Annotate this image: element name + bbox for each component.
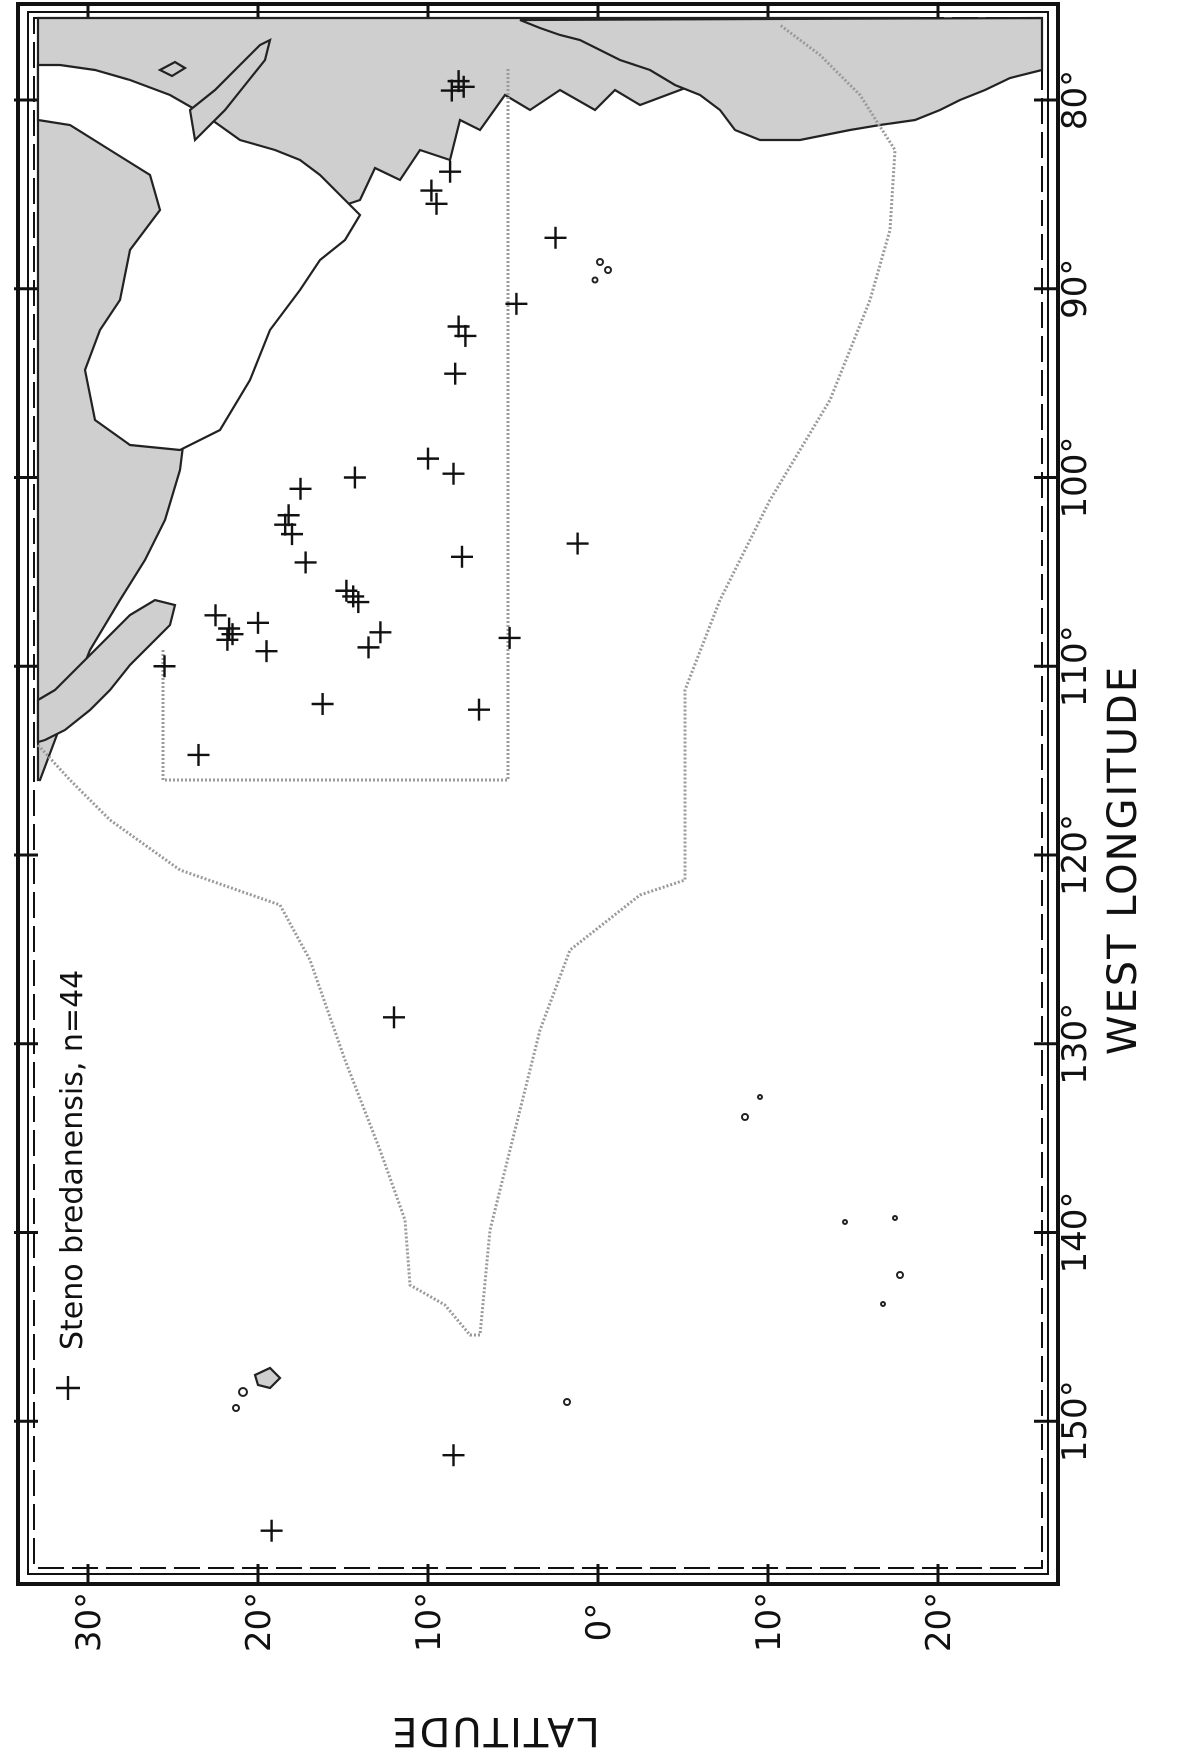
x-tick-label-3: 110°: [1055, 625, 1095, 707]
sighting-marker-13: [343, 466, 366, 489]
gulf-of-mexico: [36, 63, 362, 452]
sighting-marker-37: [383, 1006, 405, 1029]
sighting-marker-35: [468, 698, 490, 721]
y-tick-label-0: 30°: [69, 1592, 109, 1652]
y-tick-labels: 30° 20° 10° 0° 10° 20°: [69, 1592, 959, 1652]
sighting-marker-27: [221, 623, 244, 646]
survey-inner-box: [161, 68, 510, 782]
sighting-marker-18: [566, 532, 589, 555]
x-tick-label-6: 140°: [1055, 1192, 1095, 1274]
sighting-marker-12: [442, 462, 465, 485]
sighting-marker-14: [289, 477, 312, 500]
y-tick-label-4: 10°: [749, 1592, 789, 1652]
sighting-marker-6: [544, 226, 567, 249]
y-tick-label-5: 20°: [919, 1592, 959, 1652]
x-axis-title: WEST LONGITUDE: [1100, 665, 1146, 1055]
caribbean-island: [188, 37, 272, 143]
y-tick-label-2: 10°: [409, 1592, 449, 1652]
y-tick-label-1: 20°: [239, 1592, 279, 1652]
scattered-islands: [563, 258, 904, 1406]
sighting-marker-3: [439, 160, 462, 183]
sighting-markers: [153, 70, 589, 1542]
sighting-marker-24: [204, 604, 227, 627]
sighting-marker-1: [452, 75, 475, 98]
legend-label: Steno bredanensis, n=44: [55, 970, 90, 1350]
y-axis-title: LATITUDE: [390, 1708, 599, 1754]
hawaii-islands: [253, 1366, 282, 1390]
sighting-marker-20: [294, 551, 317, 574]
sighting-marker-23: [347, 591, 370, 614]
sighting-marker-36: [187, 743, 210, 766]
sighting-marker-25: [247, 611, 269, 634]
survey-boundaries: [36, 23, 897, 1337]
sighting-marker-4: [420, 179, 443, 202]
x-tick-label-2: 100°: [1055, 437, 1095, 519]
x-tick-labels: 80° 90° 100° 110° 120° 130° 140° 150°: [1055, 70, 1095, 1462]
caribbean-island-small: [157, 60, 188, 78]
sighting-marker-29: [369, 621, 392, 644]
sighting-marker-15: [277, 504, 300, 527]
y-tick-label-3: 0°: [579, 1603, 619, 1642]
sighting-marker-17: [281, 523, 303, 546]
land-south-america: [519, 16, 1044, 142]
x-tick-label-7: 150°: [1055, 1380, 1095, 1462]
baja-california: [36, 598, 177, 744]
x-tick-label-0: 80°: [1055, 70, 1095, 130]
sighting-marker-2: [440, 79, 463, 102]
sighting-marker-22: [342, 585, 365, 608]
sighting-marker-19: [451, 545, 473, 568]
sighting-marker-31: [357, 636, 380, 659]
sighting-marker-11: [417, 447, 439, 470]
sighting-marker-33: [153, 655, 176, 678]
land-masses: [36, 16, 1044, 1412]
sighting-marker-32: [255, 640, 278, 663]
sighting-marker-39: [260, 1519, 283, 1542]
sighting-marker-10: [444, 362, 467, 385]
x-tick-label-1: 90°: [1055, 259, 1095, 319]
survey-outer-boundary: [36, 23, 897, 1337]
legend-marker: [56, 1376, 80, 1400]
sighting-marker-26: [218, 617, 241, 640]
map-frame: [14, 2, 1060, 1586]
sighting-marker-34: [311, 693, 334, 715]
sighting-marker-9: [454, 324, 477, 347]
x-tick-label-5: 130°: [1055, 1003, 1095, 1085]
sighting-marker-28: [216, 628, 239, 651]
sighting-marker-7: [505, 292, 528, 315]
sighting-marker-38: [442, 1444, 465, 1467]
x-tick-label-4: 120°: [1055, 814, 1095, 896]
sighting-marker-30: [498, 626, 521, 649]
legend: Steno bredanensis, n=44: [55, 970, 90, 1400]
sighting-marker-5: [425, 192, 448, 215]
